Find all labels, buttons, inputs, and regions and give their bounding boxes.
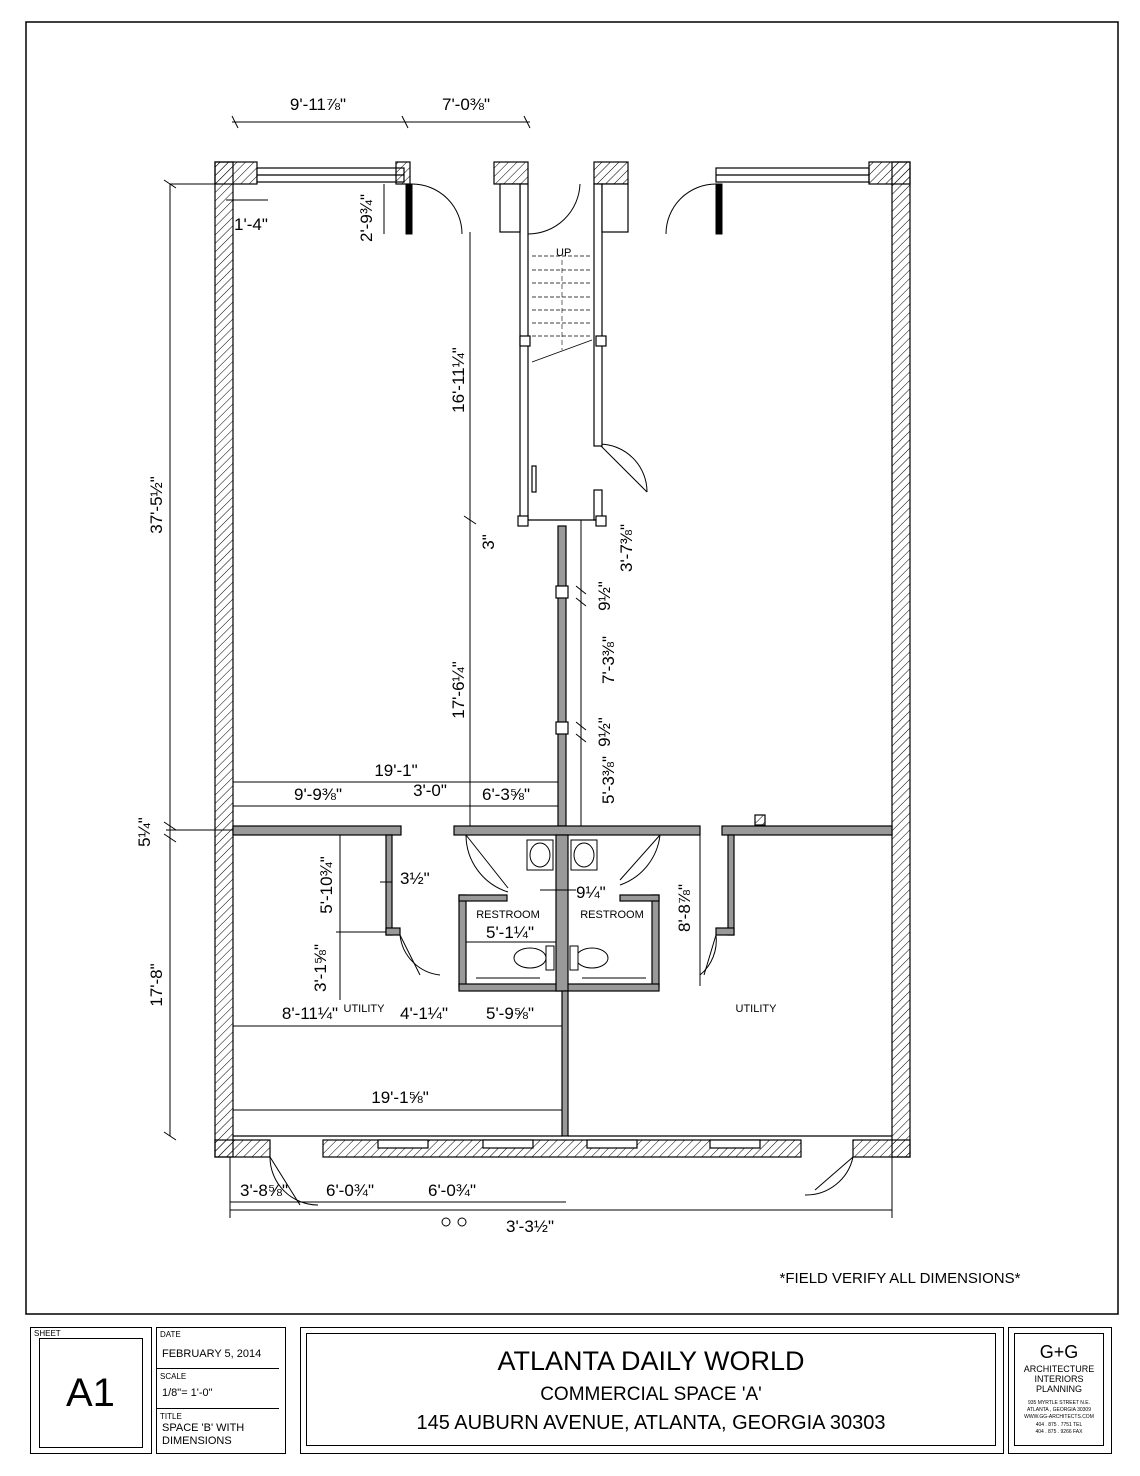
firm-line2: INTERIORS: [1034, 1374, 1084, 1384]
dim-w-a: 9'-9⅜": [294, 785, 342, 804]
dim-nine-half-b: 9½": [595, 717, 614, 747]
dim-three-half: 3½": [400, 869, 430, 888]
firm-addr1: 935 MYRTLE STREET N.E.: [1027, 1400, 1091, 1406]
dim-restroom-width: 5'-1¼": [486, 923, 534, 942]
firm-inner-box: G+G ARCHITECTURE INTERIORS PLANNING 935 …: [1014, 1333, 1104, 1446]
scale-value: 1/8"= 1'-0": [162, 1387, 213, 1399]
project-address: 145 AUBURN AVENUE, ATLANTA, GEORGIA 3030…: [416, 1412, 886, 1434]
field-verify-note: *FIELD VERIFY ALL DIMENSIONS*: [780, 1270, 1021, 1287]
dim-w-b: 3'-0": [413, 781, 447, 800]
project-name: ATLANTA DAILY WORLD: [497, 1346, 805, 1376]
utility-left-label: UTILITY: [344, 1003, 386, 1015]
interior-walls: [232, 814, 893, 1137]
firm-line1: ARCHITECTURE: [1023, 1364, 1095, 1374]
dim-nine-half-a: 9½": [595, 581, 614, 611]
dim-top-left: 9'-11⅞": [290, 95, 346, 114]
dim-lower-span: 5'-3⅜": [599, 756, 618, 804]
project-subtitle: COMMERCIAL SPACE 'A': [540, 1384, 762, 1405]
restroom-fixtures: [399, 834, 717, 979]
restroom-left-label: RESTROOM: [476, 909, 540, 921]
sheet-number-box: SHEET A1: [30, 1327, 152, 1454]
sheet-border: [25, 21, 1119, 1315]
dim-nine-qtr: 9¼": [576, 883, 606, 902]
dim-v-c: 8'-8⅞": [675, 884, 694, 932]
dimension-lines: [163, 115, 893, 1218]
dim-f-d: 3'-3½": [506, 1217, 554, 1236]
utility-right-label: UTILITY: [736, 1003, 778, 1015]
firm-addr2: ATLANTA , GEORGIA 30309: [1026, 1407, 1091, 1413]
restroom-right-label: RESTROOM: [580, 909, 644, 921]
bollards: [441, 1217, 467, 1227]
firm-logo: G+G: [1039, 1342, 1079, 1362]
center-partition: [555, 525, 569, 827]
scale-label: SCALE: [160, 1372, 187, 1381]
dim-v-b: 3'-1⅝": [311, 944, 330, 992]
dim-b-a: 8'-11¼": [282, 1004, 338, 1023]
title-label: TITLE: [160, 1412, 182, 1421]
stair-up-label: UP: [556, 247, 571, 259]
sheet-inner-box: A1: [39, 1338, 143, 1448]
project-box: ATLANTA DAILY WORLD COMMERCIAL SPACE 'A'…: [300, 1327, 1004, 1454]
dim-f-c: 6'-0¾": [428, 1181, 476, 1200]
dim-width-total: 19'-1": [374, 761, 417, 780]
dim-b-c: 5'-9⅝": [486, 1004, 534, 1023]
project-inner-box: ATLANTA DAILY WORLD COMMERCIAL SPACE 'A'…: [306, 1333, 996, 1446]
dim-left-mid: 17'-6¼": [449, 661, 468, 718]
dim-top-right: 7'-0⅜": [442, 95, 490, 114]
dim-center-span: 7'-3⅜": [599, 636, 618, 684]
dim-f-b: 6'-0¾": [326, 1181, 374, 1200]
date-label: DATE: [160, 1330, 181, 1339]
date-value: FEBRUARY 5, 2014: [162, 1348, 262, 1360]
firm-fax: 404 . 875 . 9266 FAX: [1035, 1429, 1083, 1435]
info-box: DATE FEBRUARY 5, 2014 SCALE 1/8"= 1'-0" …: [156, 1327, 286, 1454]
dim-stair-offset: 3'-7⅜": [617, 524, 636, 572]
dim-f-a: 3'-8⅝": [240, 1181, 288, 1200]
dim-left-return: 1'-4": [234, 215, 268, 234]
dim-door-jamb: 2'-9¾": [357, 194, 376, 242]
firm-box: G+G ARCHITECTURE INTERIORS PLANNING 935 …: [1008, 1327, 1112, 1454]
title-line1: SPACE 'B' WITH: [162, 1422, 245, 1434]
firm-line3: PLANNING: [1035, 1384, 1082, 1394]
dim-three: 3": [479, 534, 498, 550]
dim-left-total: 37'-5½": [147, 476, 166, 533]
dim-b-b: 4'-1¼": [400, 1004, 448, 1023]
dim-w-c: 6'-3⅝": [482, 785, 530, 804]
dim-five-qtr: 5¼": [135, 817, 154, 847]
dim-left-lower: 17'-8": [147, 963, 166, 1006]
exterior-walls: [214, 161, 911, 1158]
dim-stair-length: 16'-11¼": [449, 347, 468, 413]
sheet-label: SHEET: [34, 1329, 61, 1338]
firm-tel: 404 . 875 . 7751 TEL: [1035, 1422, 1083, 1428]
dim-bottom-width: 19'-1⅝": [371, 1088, 428, 1107]
title-line2: DIMENSIONS: [162, 1435, 232, 1447]
dim-v-a: 5'-10¾": [317, 856, 336, 913]
sheet-number: A1: [66, 1371, 115, 1415]
door-swings: [269, 183, 854, 1206]
stair: [499, 183, 629, 527]
firm-web: WWW.GG-ARCHITECTS.COM: [1024, 1414, 1094, 1420]
